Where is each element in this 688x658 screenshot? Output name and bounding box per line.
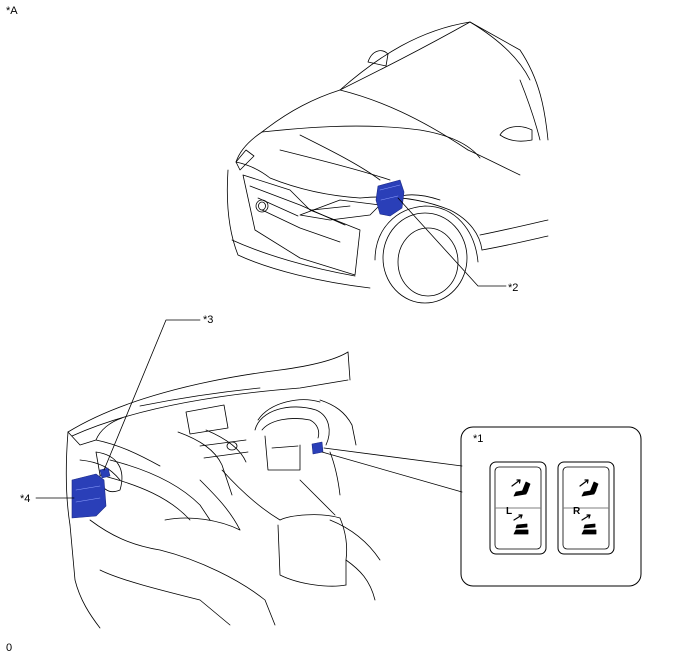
left-switch-letter: L <box>506 506 512 517</box>
seat-switch-right <box>557 461 615 555</box>
footer-code: 0 <box>6 642 13 654</box>
dashboard-interior-illustration <box>65 351 381 629</box>
callout-2-label: *2 <box>508 282 519 294</box>
callout-4-label: *4 <box>20 493 31 505</box>
leader-line-2 <box>397 197 507 287</box>
callout-3-label: *3 <box>203 314 214 326</box>
car-exterior-illustration <box>226 21 549 304</box>
view-label: *A <box>6 5 18 17</box>
highlighted-component-2 <box>375 179 405 217</box>
switch-inset: L R <box>460 426 642 587</box>
leader-line-3 <box>103 319 201 471</box>
leader-line-1a <box>323 447 463 467</box>
highlighted-component-4 <box>71 473 107 519</box>
highlighted-component-3 <box>99 467 111 479</box>
highlighted-component-1 <box>311 441 324 455</box>
right-switch-letter: R <box>573 506 581 517</box>
leader-line-1b <box>321 451 463 493</box>
seat-switch-left <box>489 461 547 555</box>
callout-1-label: *1 <box>473 433 484 445</box>
